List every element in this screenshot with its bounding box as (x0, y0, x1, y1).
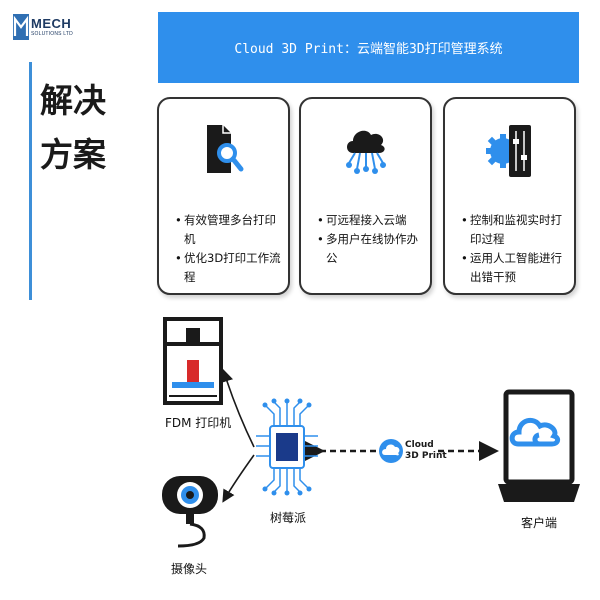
section-divider (29, 62, 32, 300)
header-title: Cloud 3D Print：云端智能3D打印管理系统 (234, 42, 503, 57)
raspberry-pi-chip-icon (256, 398, 318, 496)
section-title-line-2: 方案 (40, 135, 106, 174)
client-label: 客户端 (521, 516, 558, 530)
card-bullet: 多用户在线协作办公 (317, 230, 424, 268)
logo-text: MECH (31, 16, 72, 31)
laptop-icon (498, 389, 580, 502)
card-bullet: 控制和监视实时打印过程 (461, 211, 568, 249)
fdm-printer-icon (163, 317, 223, 405)
card-bullet: 运用人工智能进行出错干预 (461, 249, 568, 287)
document-search-icon (206, 125, 243, 173)
logo-subtext: SOLUTIONS LTD (31, 31, 73, 37)
card-bullet: 有效管理多台打印机 (175, 211, 282, 249)
feature-card-monitoring: 控制和监视实时打印过程 运用人工智能进行出错干预 (443, 97, 576, 295)
gear-slider-icon (485, 125, 531, 177)
feature-card-cloud: 可远程接入云端 多用户在线协作办公 (299, 97, 432, 295)
camera-icon (162, 476, 218, 548)
header-banner: Cloud 3D Print：云端智能3D打印管理系统 (158, 12, 579, 83)
cloud-network-icon (345, 130, 386, 174)
cloud-logo-icon (379, 439, 403, 463)
cloud-logo-line2: 3D Print (405, 451, 447, 461)
camera-label: 摄像头 (171, 562, 208, 576)
feature-card-management: 有效管理多台打印机 优化3D打印工作流程 (157, 97, 290, 295)
card-bullet: 优化3D打印工作流程 (175, 249, 282, 287)
printer-label: FDM 打印机 (165, 416, 232, 430)
cloud-logo-line1: Cloud (405, 440, 434, 450)
link-pi-printer (220, 368, 255, 448)
mech-logo (13, 14, 29, 40)
pi-label: 树莓派 (270, 511, 307, 525)
link-pi-camera (222, 454, 255, 503)
card-bullet: 可远程接入云端 (317, 211, 424, 230)
section-title-line-1: 解决 (40, 81, 106, 120)
